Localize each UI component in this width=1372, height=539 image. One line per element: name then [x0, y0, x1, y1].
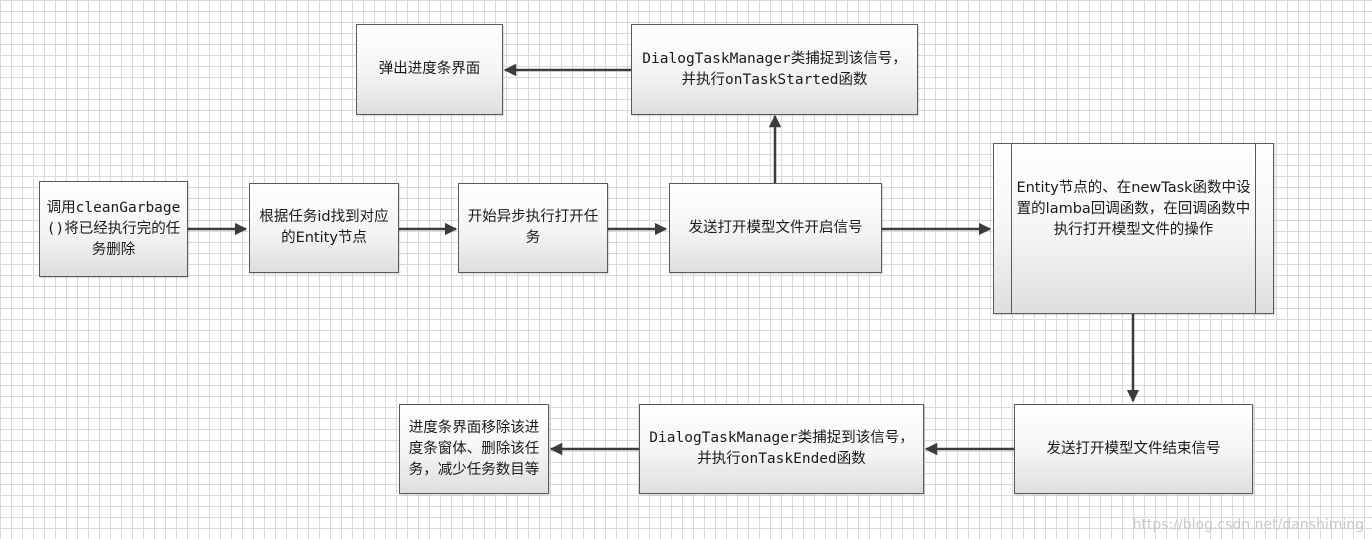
node-send-start-signal: 发送打开模型文件开启信号	[669, 183, 882, 273]
node-send-end-signal-label: 发送打开模型文件结束信号	[1046, 440, 1221, 457]
node-dialog-ended-label: DialogTaskManager类捕捉到该信号，并执行onTaskEnded函…	[649, 430, 914, 467]
node-dialog-ended: DialogTaskManager类捕捉到该信号，并执行onTaskEnded函…	[639, 404, 924, 494]
node-dialog-started: DialogTaskManager类捕捉到该信号，并执行onTaskStarte…	[631, 24, 918, 115]
node-show-progress-label: 弹出进度条界面	[378, 61, 481, 77]
node-clean-garbage: 调用cleanGarbage()将已经执行完的任务删除	[39, 181, 188, 277]
node-find-entity-label: 根据任务id找到对应的Entity节点	[259, 209, 389, 246]
node-start-async-label: 开始异步执行打开任务	[467, 209, 599, 246]
node-find-entity: 根据任务id找到对应的Entity节点	[249, 183, 399, 273]
node-entity-callback-label: Entity节点的、在newTask函数中设置的lamba回调函数，在回调函数中…	[1016, 180, 1251, 238]
node-dialog-started-label: DialogTaskManager类捕捉到该信号，并执行onTaskStarte…	[642, 50, 907, 88]
node-entity-callback: Entity节点的、在newTask函数中设置的lamba回调函数，在回调函数中…	[993, 143, 1274, 314]
node-show-progress: 弹出进度条界面	[356, 24, 503, 115]
node-send-start-signal-label: 发送打开模型文件开启信号	[688, 219, 863, 236]
node-remove-progress: 进度条界面移除该进度条窗体、删除该任务，减少任务数目等	[399, 404, 549, 494]
watermark-url: https://blog.csdn.net/danshiming	[1132, 517, 1364, 533]
node-start-async: 开始异步执行打开任务	[458, 183, 608, 273]
node-remove-progress-label: 进度条界面移除该进度条窗体、删除该任务，减少任务数目等	[408, 419, 540, 478]
node-send-end-signal: 发送打开模型文件结束信号	[1014, 404, 1253, 494]
node-clean-garbage-label: 调用cleanGarbage()将已经执行完的任务删除	[46, 199, 181, 258]
